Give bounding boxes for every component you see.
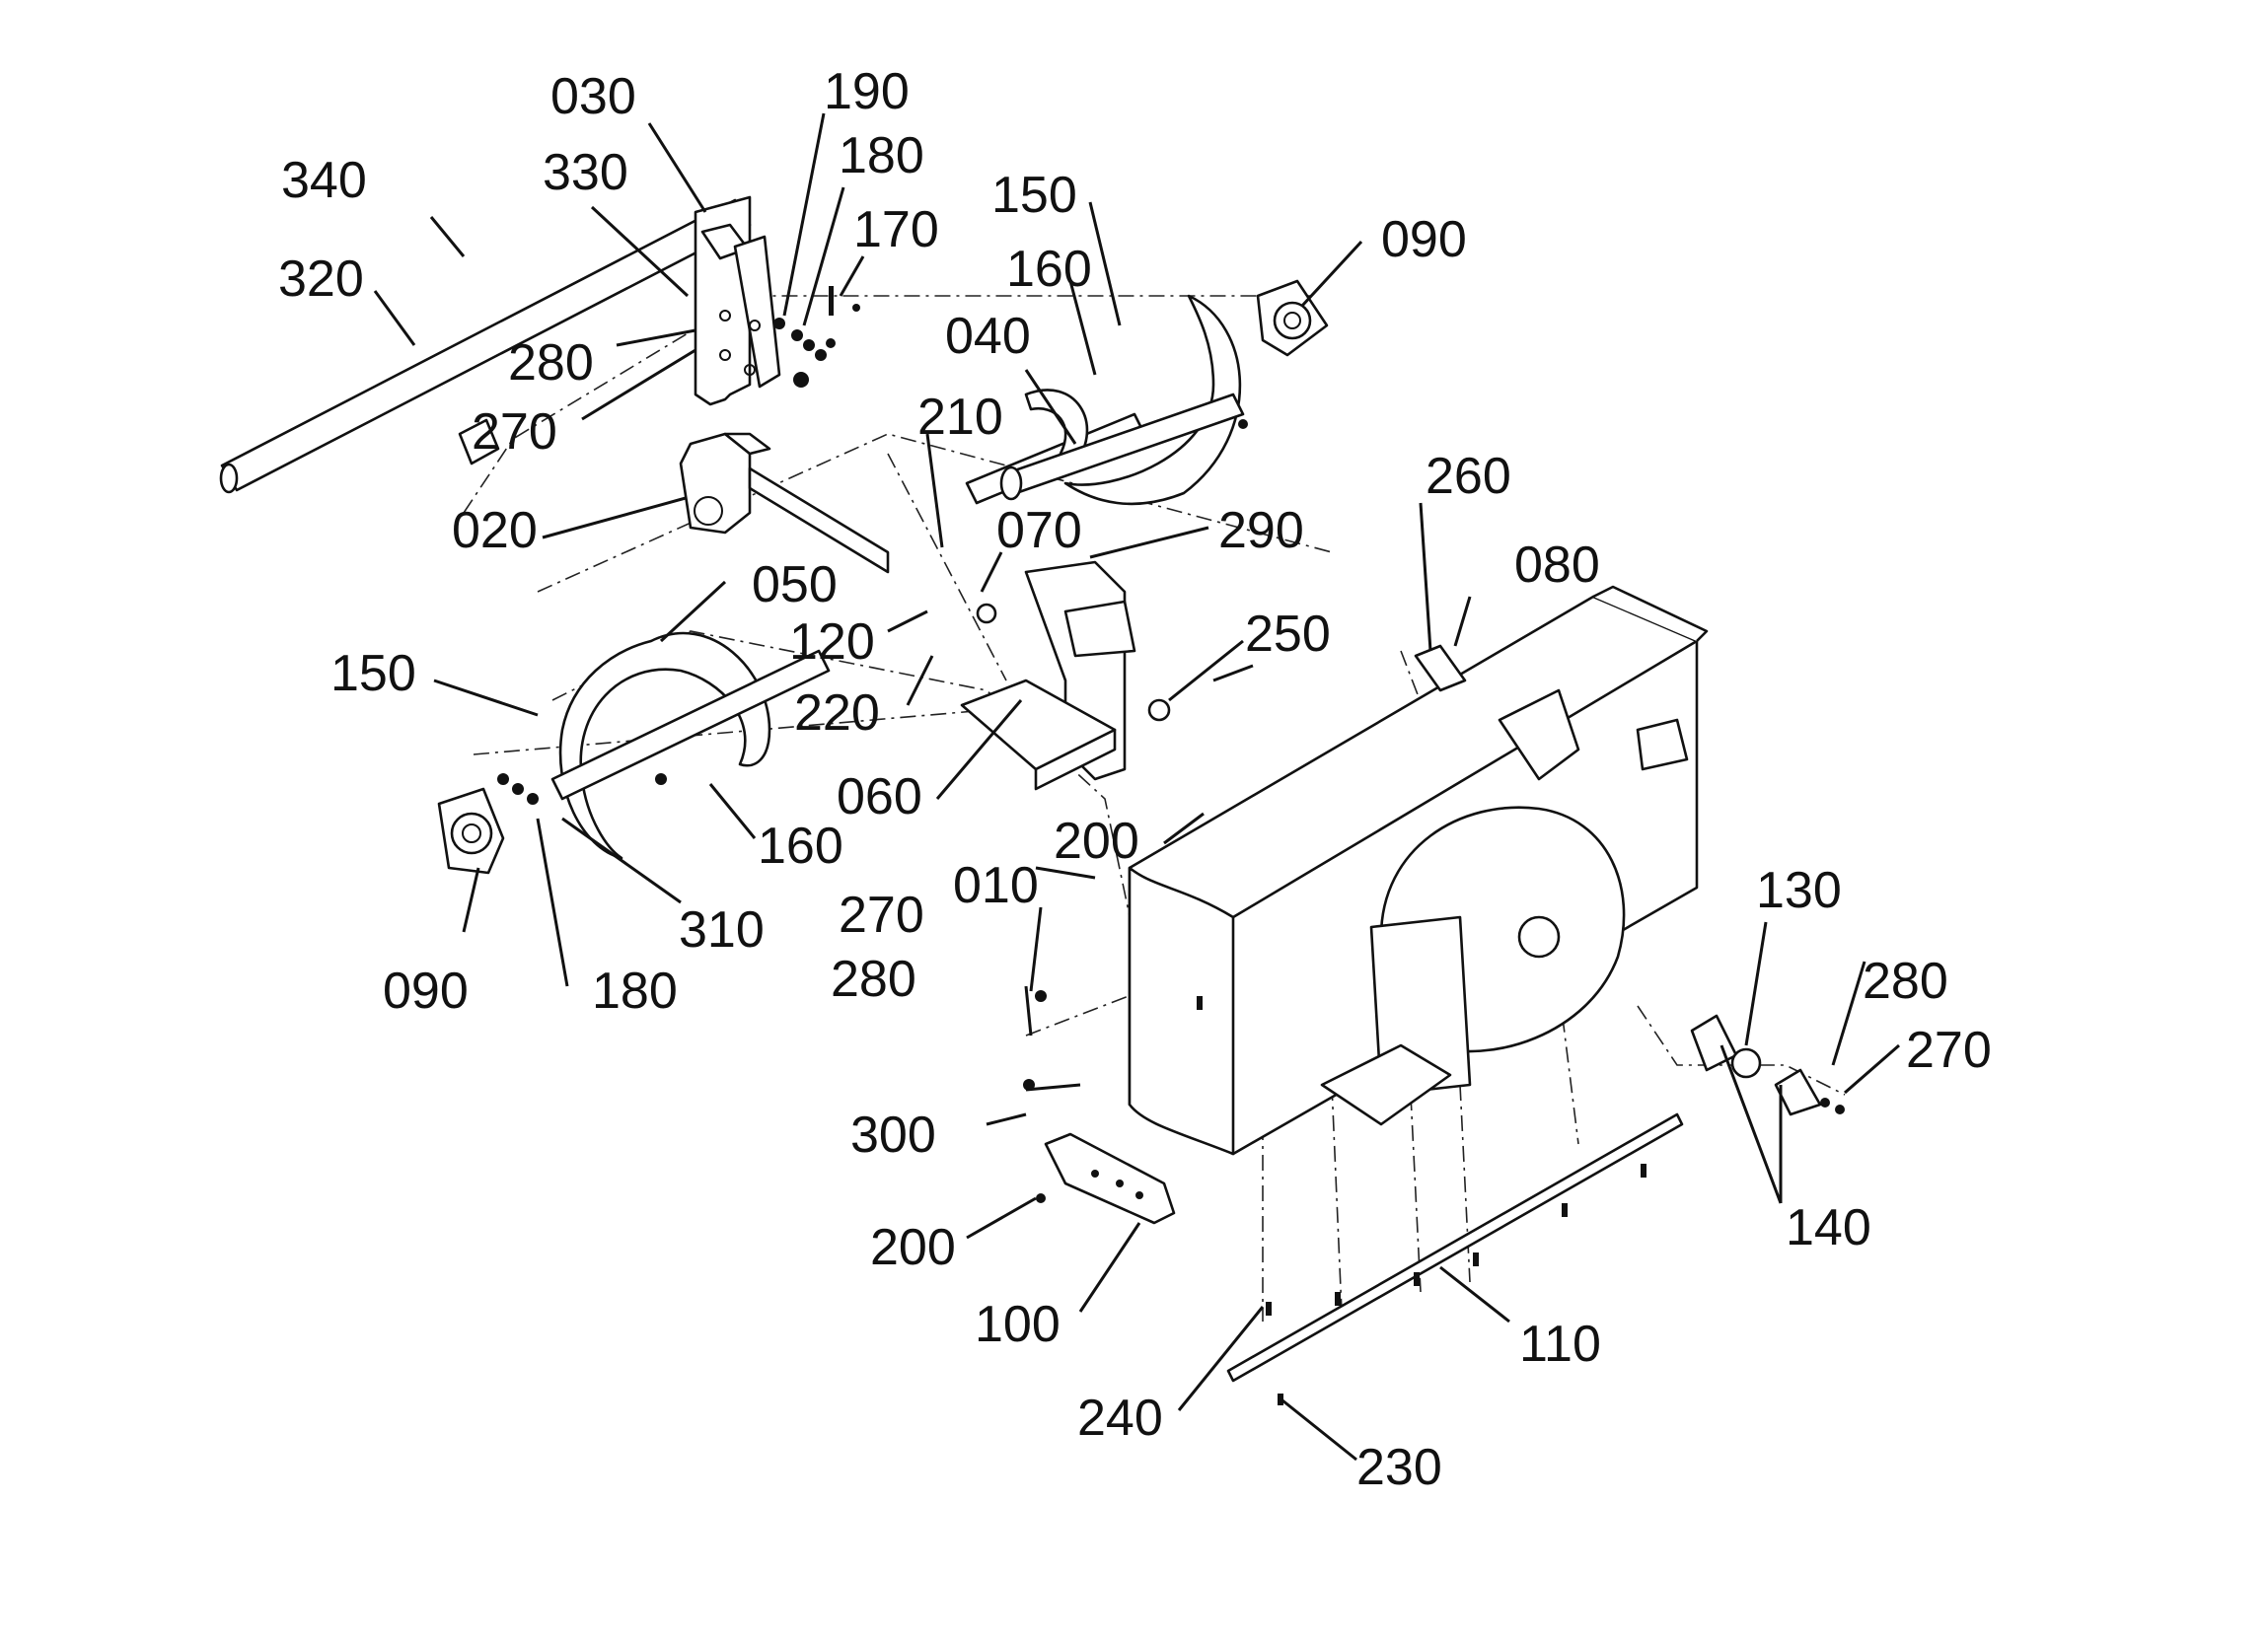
label-100: 100 (975, 1296, 1061, 1353)
label-240: 240 (1077, 1390, 1163, 1447)
label-070: 070 (996, 502, 1082, 559)
label-080: 080 (1514, 537, 1600, 594)
part-100-skid-shoe (1044, 1132, 1176, 1225)
label-340: 340 (281, 152, 367, 209)
label-220: 220 (794, 684, 880, 742)
bolt-set-bottom (1023, 990, 1646, 1405)
leader-lines (373, 112, 1900, 1462)
label-270: 270 (839, 887, 924, 944)
part-320-shaft (219, 198, 752, 494)
label-300: 300 (850, 1107, 936, 1164)
label-290: 290 (1218, 502, 1304, 559)
label-330: 330 (543, 144, 628, 201)
label-320: 320 (278, 250, 364, 308)
label-010: 010 (953, 857, 1039, 914)
label-280: 280 (508, 334, 594, 392)
label-150: 150 (330, 645, 416, 702)
label-110: 110 (1519, 1316, 1601, 1373)
part-090-bearing-left (437, 787, 505, 875)
label-280: 280 (1863, 953, 1948, 1010)
label-090: 090 (1381, 211, 1467, 268)
label-200: 200 (870, 1219, 956, 1276)
label-280: 280 (831, 951, 916, 1008)
label-200: 200 (1054, 813, 1139, 870)
label-040: 040 (945, 308, 1031, 365)
label-230: 230 (1356, 1439, 1442, 1496)
label-270: 270 (472, 403, 557, 461)
part-050-auger-left (497, 631, 831, 860)
label-030: 030 (550, 68, 636, 125)
label-160: 160 (758, 818, 843, 875)
label-260: 260 (1426, 448, 1511, 505)
label-190: 190 (824, 63, 910, 120)
part-040-auger-right (999, 294, 1248, 506)
part-080-clip (1414, 644, 1467, 692)
label-250: 250 (1245, 606, 1331, 663)
label-160: 160 (1006, 241, 1092, 298)
part-010-housing (1128, 585, 1709, 1156)
label-210: 210 (917, 389, 1003, 446)
label-050: 050 (752, 556, 838, 613)
label-180: 180 (592, 963, 678, 1020)
label-020: 020 (452, 502, 538, 559)
label-310: 310 (679, 901, 765, 959)
label-060: 060 (837, 768, 922, 825)
label-090: 090 (383, 963, 469, 1020)
part-labels: 030 190 330 180 340 170 150 090 320 160 … (278, 63, 1992, 1496)
label-170: 170 (853, 201, 939, 258)
label-130: 130 (1756, 862, 1842, 919)
label-120: 120 (789, 613, 875, 671)
label-180: 180 (839, 127, 924, 184)
part-110-scraper-bar (1226, 1112, 1684, 1383)
label-150: 150 (991, 167, 1077, 224)
part-030-bracket (694, 195, 781, 406)
part-060-center-bracket (960, 560, 1171, 791)
label-270: 270 (1906, 1022, 1992, 1079)
hardware-stack-170-180-190 (773, 286, 860, 388)
label-140: 140 (1786, 1199, 1871, 1256)
